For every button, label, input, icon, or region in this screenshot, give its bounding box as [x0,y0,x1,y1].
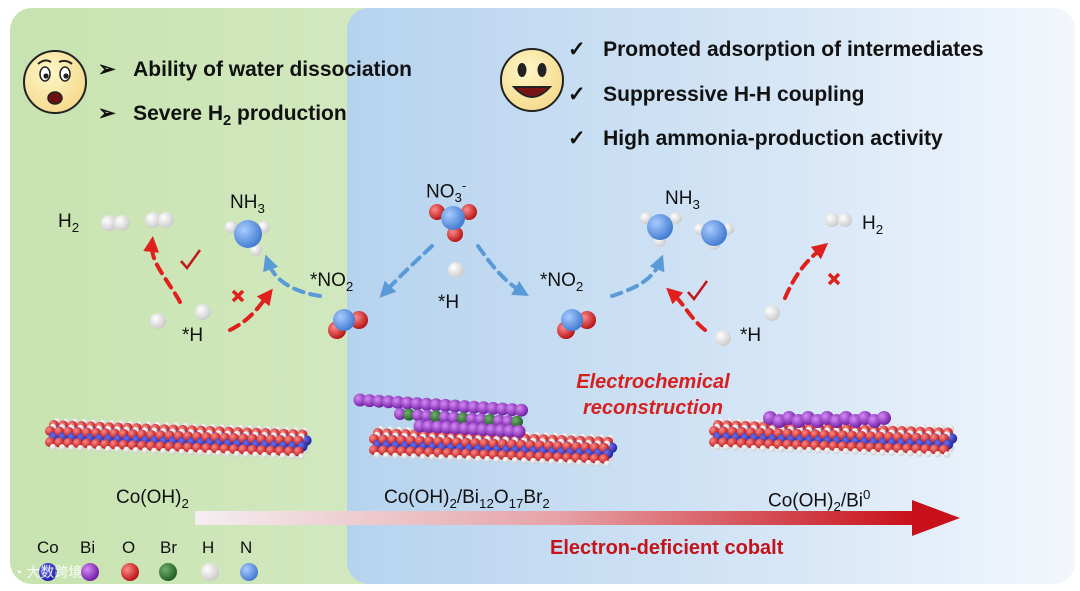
arrow-h-to-nh3-left [228,288,273,332]
material-label-3: Co(OH)2/Bi0 [768,487,871,515]
nh3-molecule-right [640,212,734,250]
right-check-3: ✓ High ammonia-production activity [568,126,943,151]
arrow-h-to-h2-right [783,242,829,300]
check-text: Suppressive H-H coupling [603,83,865,106]
no2-molecule-left [328,309,368,339]
legend-swatch-h [201,563,219,581]
label-h-right: *H [740,325,762,346]
slab-co-oh2-bi0 [709,411,958,458]
check-text: Promoted adsorption of intermediates [603,38,984,61]
no2-molecule-right [557,309,596,339]
legend-label-bi: Bi [80,538,96,557]
happy-face-icon [500,48,564,112]
h-atom-center [448,262,464,278]
legend-swatch-o [121,563,139,581]
cross-mark-icon-left [231,289,245,303]
label-h-center: *H [438,292,460,313]
legend-label-br: Br [160,538,177,557]
label-no3: NO3- [426,178,467,206]
left-bullet-1: ➢ Ability of water dissociation [98,57,412,82]
arrow-no3-to-no2-right [476,244,529,297]
bullet-marker-icon: ➢ [98,58,116,81]
check-mark-icon-left [180,249,202,271]
legend-swatches [39,563,258,581]
label-h-left: *H [182,325,204,346]
cross-mark-icon-right [827,272,841,286]
arrow-no2-to-nh3-left [263,254,322,298]
legend-swatch-br [159,563,177,581]
label-h2-left: H2 [58,211,80,235]
h2-molecule-right [825,213,852,227]
right-check-2: ✓ Suppressive H-H coupling [568,82,865,107]
arrow-label: Electron-deficient cobalt [550,537,784,559]
electron-deficient-arrow [195,500,960,536]
check-text: High ammonia-production activity [603,127,943,150]
arrow-h-to-h2-left [143,236,182,304]
label-nh3-left: NH3 [230,192,265,216]
slab-co-oh2-bi12o17br2 [353,393,618,467]
h2-molecule-left [101,212,174,231]
bullet-text: Ability of water dissociation [133,58,413,81]
material-label-1: Co(OH)2 [116,487,189,511]
legend-swatch-n [240,563,258,581]
bullet-text: Severe H [133,102,224,125]
subscript: 2 [223,113,232,130]
legend-label-co: Co [37,538,59,557]
reaction-arrows [143,236,829,332]
label-h2-right: H2 [862,213,884,237]
left-bullet-2: ➢ Severe H2 production [98,101,347,129]
right-check-1: ✓ Promoted adsorption of intermediates [568,37,984,62]
slab-co-oh2 [45,417,312,460]
legend-swatch-co [39,563,57,581]
check-icon: ✓ [568,38,586,61]
legend-label-n: N [240,538,253,557]
legend-label-h: H [202,538,215,557]
watermark: ◔ 大数跨境 [14,564,83,580]
nh3-molecule-left [225,220,270,256]
bullet-text: production [237,102,347,125]
arrow-no3-to-no2-left [379,244,434,298]
check-icon: ✓ [568,83,586,106]
sad-face-icon [23,50,87,114]
material-label-2: Co(OH)2/Bi12O17Br2 [384,487,550,511]
reconstruction-label: Electrochemical reconstruction [576,371,730,419]
h-atom-left [150,304,211,329]
label-no2-left: *NO2 [310,270,354,294]
no3-molecule [429,204,477,242]
legend-label-o: O [122,538,136,557]
label-nh3-right: NH3 [665,188,700,212]
check-mark-icon-right [687,280,709,302]
arrow-no2-to-nh3-right [610,254,665,298]
check-icon: ✓ [568,127,586,150]
arrow-h-to-nh3-right [666,287,707,332]
legend-swatch-bi [81,563,99,581]
h-atom-right [715,305,780,346]
bullet-marker-icon: ➢ [98,102,116,125]
label-no2-right: *NO2 [540,270,584,294]
